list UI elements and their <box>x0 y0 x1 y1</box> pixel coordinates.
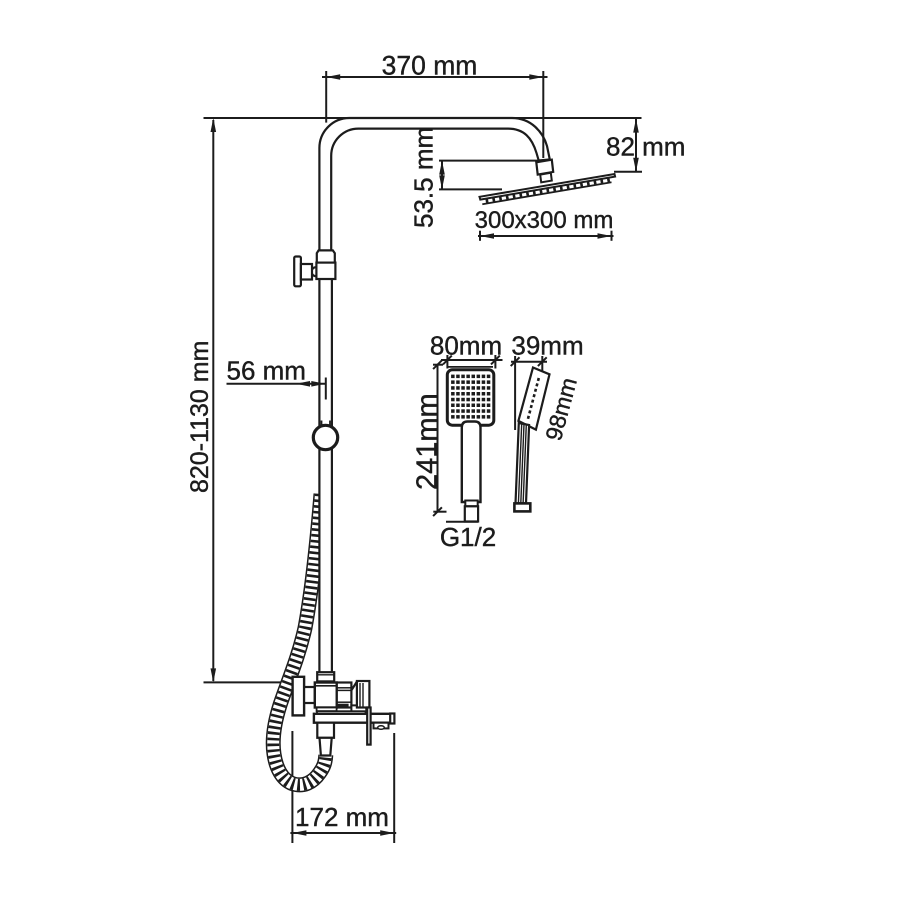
svg-text:370 mm: 370 mm <box>382 51 478 81</box>
svg-text:300x300 mm: 300x300 mm <box>475 207 614 234</box>
svg-text:53.5 mm: 53.5 mm <box>409 127 439 228</box>
svg-text:39mm: 39mm <box>511 331 583 361</box>
svg-text:820-1130 mm: 820-1130 mm <box>186 341 214 493</box>
svg-text:82 mm: 82 mm <box>606 132 685 162</box>
svg-text:241mm: 241mm <box>412 393 444 490</box>
svg-text:56 mm: 56 mm <box>227 356 306 386</box>
svg-text:G1/2: G1/2 <box>440 522 496 552</box>
svg-text:80mm: 80mm <box>430 331 502 361</box>
svg-text:172 mm: 172 mm <box>295 802 389 832</box>
